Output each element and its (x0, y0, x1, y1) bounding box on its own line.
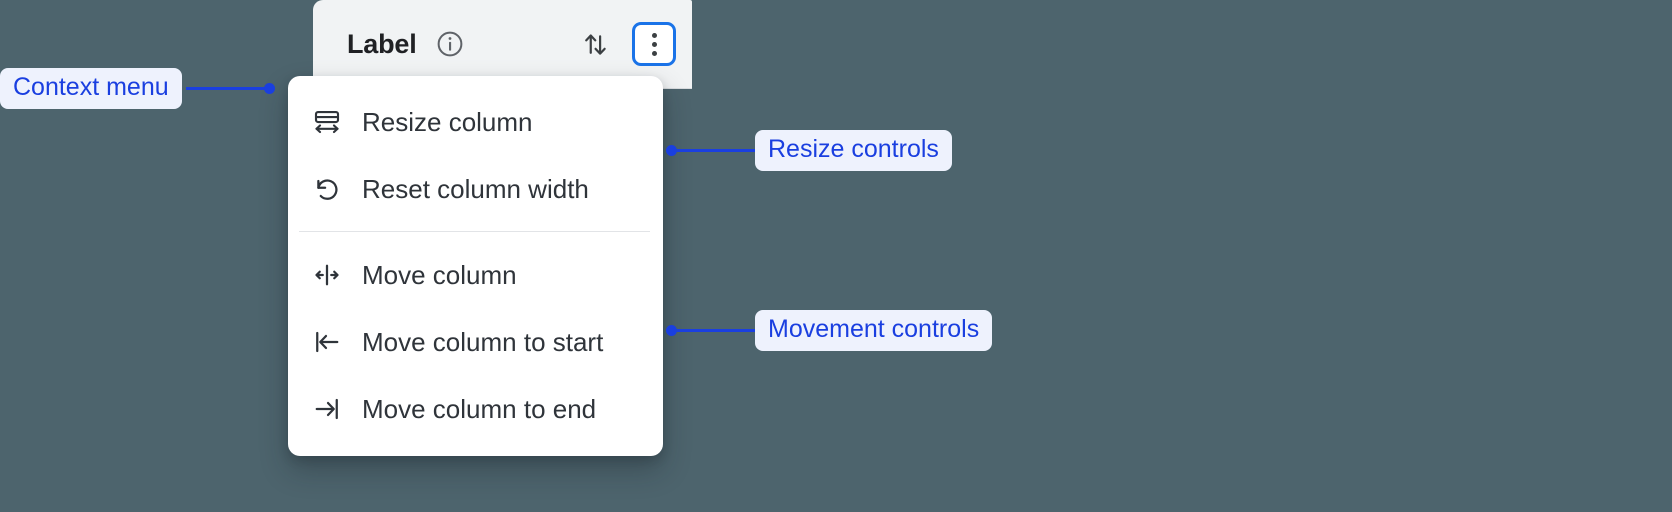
menu-item-resize-column[interactable]: Resize column (288, 88, 663, 155)
move-column-icon (312, 260, 342, 290)
annotation-label: Movement controls (755, 310, 993, 351)
menu-item-reset-column-width[interactable]: Reset column width (288, 155, 663, 222)
menu-item-label: Move column to start (362, 326, 604, 357)
menu-item-label: Move column to end (362, 393, 597, 424)
annotation-endpoint-dot (666, 325, 677, 336)
menu-item-move-column-to-start[interactable]: Move column to start (288, 308, 663, 375)
move-to-end-icon (312, 394, 342, 424)
column-context-menu: Resize column Reset column width (288, 76, 663, 456)
page-title: Label (347, 28, 417, 59)
info-circle-icon[interactable] (435, 29, 465, 59)
menu-item-move-column-to-end[interactable]: Move column to end (288, 375, 663, 442)
annotation-label: Context menu (0, 68, 182, 109)
move-to-start-icon (312, 327, 342, 357)
annotation-movement-controls: Movement controls (666, 310, 993, 351)
menu-item-label: Move column (362, 259, 517, 290)
annotation-label: Resize controls (755, 130, 952, 171)
resize-column-icon (312, 107, 342, 137)
menu-divider (299, 231, 650, 232)
column-menu-button[interactable] (632, 22, 676, 66)
menu-item-label: Resize column (362, 106, 533, 137)
menu-item-label: Reset column width (362, 173, 589, 204)
annotation-context-menu: Context menu (0, 68, 275, 109)
more-vertical-icon (651, 32, 657, 56)
annotation-leader-line (677, 329, 755, 332)
annotation-endpoint-dot (263, 83, 275, 94)
sort-up-down-icon[interactable] (578, 27, 612, 61)
annotation-endpoint-dot (666, 145, 677, 156)
menu-item-move-column[interactable]: Move column (288, 241, 663, 308)
column-header: Label (313, 0, 692, 89)
annotation-leader-line (677, 149, 755, 152)
annotation-leader-line (185, 87, 266, 90)
annotation-resize-controls: Resize controls (666, 130, 952, 171)
undo-rotate-icon (312, 174, 342, 204)
